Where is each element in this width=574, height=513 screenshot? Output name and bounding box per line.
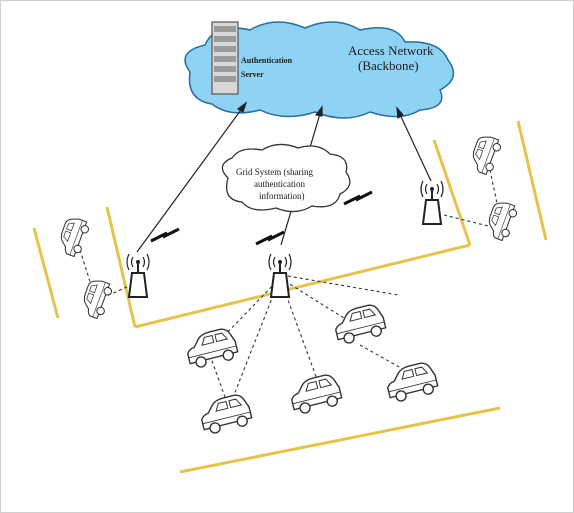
uplink-arrow bbox=[136, 102, 247, 253]
car-icon bbox=[467, 132, 504, 177]
car-icon bbox=[331, 301, 388, 347]
dashed-links bbox=[79, 169, 499, 406]
car-icon bbox=[483, 198, 520, 243]
lane-line bbox=[516, 120, 548, 241]
dashed-link bbox=[221, 277, 281, 339]
car-icon bbox=[197, 391, 254, 437]
access-network-cloud bbox=[184, 21, 455, 119]
dashed-link bbox=[489, 169, 499, 209]
wireless-link-icon bbox=[254, 230, 286, 246]
lane-line bbox=[432, 139, 472, 246]
wireless-link-icon bbox=[342, 190, 374, 206]
lane-line bbox=[134, 243, 471, 329]
dashed-link bbox=[359, 344, 409, 373]
auth-server-label-line2: Server bbox=[241, 70, 264, 79]
car-icon bbox=[183, 325, 240, 371]
uplinks bbox=[136, 101, 432, 253]
dashed-link bbox=[443, 214, 497, 229]
car-icon bbox=[383, 359, 440, 405]
server-icon bbox=[211, 21, 239, 95]
lane-lines bbox=[32, 120, 548, 474]
grid-system-label-line1: Grid System (sharing bbox=[236, 167, 313, 177]
car-icon bbox=[55, 214, 92, 259]
wireless-tower-icon bbox=[420, 180, 444, 225]
dashed-link bbox=[209, 354, 227, 401]
grid-system-label-line2: authentication bbox=[254, 179, 305, 189]
auth-server-label-line1: Authentication bbox=[241, 56, 293, 65]
car-icon bbox=[287, 371, 344, 417]
wireless-link-icon bbox=[149, 227, 181, 243]
grid-system-label-line3: information) bbox=[259, 191, 305, 201]
dashed-link bbox=[229, 277, 281, 406]
access-network-label-line1: Access Network bbox=[348, 43, 434, 58]
lane-line bbox=[32, 227, 60, 319]
wireless-tower-icon bbox=[126, 253, 150, 298]
lane-line bbox=[105, 206, 137, 328]
car-icon bbox=[78, 276, 115, 321]
grid-system-cloud bbox=[221, 143, 351, 213]
uplink-arrow bbox=[396, 107, 432, 182]
dashed-link bbox=[279, 277, 356, 326]
dashed-link bbox=[79, 249, 93, 289]
wireless-tower-icon bbox=[268, 253, 292, 298]
lane-line bbox=[179, 406, 501, 474]
access-network-label-line2: (Backbone) bbox=[358, 58, 419, 73]
dashed-link bbox=[281, 274, 399, 296]
